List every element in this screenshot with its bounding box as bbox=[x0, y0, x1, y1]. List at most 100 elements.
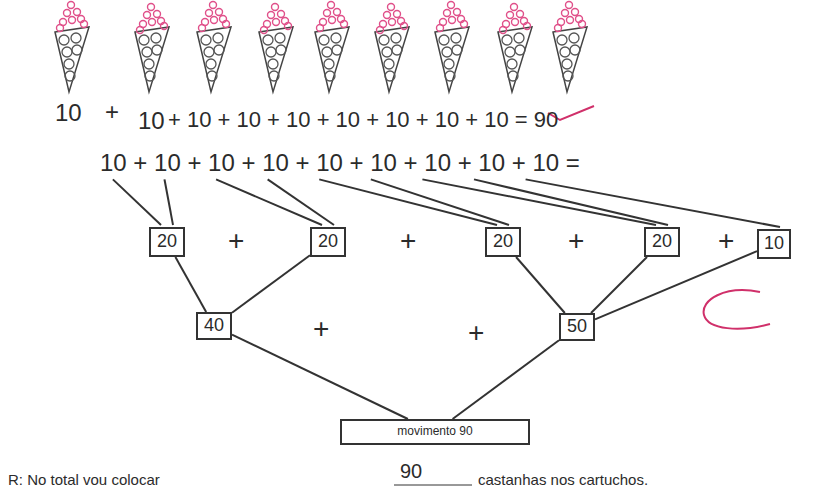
answer-text: 90 bbox=[400, 460, 422, 482]
sum-box: 20 bbox=[485, 227, 521, 257]
nut bbox=[445, 71, 455, 81]
nut bbox=[145, 71, 155, 81]
nut-cone bbox=[259, 4, 293, 93]
nut bbox=[72, 45, 82, 55]
sum-text: + bbox=[718, 226, 734, 257]
nut bbox=[276, 45, 286, 55]
nut bbox=[508, 71, 518, 81]
nut bbox=[216, 9, 223, 16]
grade-mark bbox=[704, 290, 770, 328]
nut bbox=[389, 19, 396, 26]
sum-text: + bbox=[468, 318, 484, 349]
nut-cone bbox=[315, 2, 349, 93]
nut bbox=[268, 12, 275, 19]
nut bbox=[65, 71, 75, 81]
sum-box: movimento 90 bbox=[340, 419, 530, 445]
nut bbox=[285, 23, 292, 30]
merge-line bbox=[175, 257, 206, 312]
nut bbox=[269, 71, 279, 81]
nut bbox=[81, 21, 88, 28]
nut bbox=[213, 33, 223, 43]
nut bbox=[144, 59, 154, 69]
nut bbox=[263, 35, 273, 45]
split-stroke bbox=[216, 179, 322, 225]
nut bbox=[64, 10, 71, 17]
cone-outline bbox=[259, 27, 293, 92]
split-stroke bbox=[422, 179, 656, 225]
merge-line bbox=[232, 335, 408, 419]
nut-cone bbox=[197, 2, 231, 93]
box-number: 50 bbox=[567, 317, 587, 337]
nut bbox=[324, 10, 331, 17]
nut bbox=[273, 19, 280, 26]
nut bbox=[449, 17, 456, 24]
nut bbox=[152, 45, 162, 55]
nut bbox=[68, 2, 75, 9]
box-number: 40 bbox=[204, 316, 224, 336]
nut bbox=[71, 33, 81, 43]
sum-box: 20 bbox=[149, 227, 185, 257]
nut bbox=[388, 4, 395, 11]
sum-text: + bbox=[105, 99, 119, 125]
nut bbox=[524, 23, 531, 30]
split-stroke bbox=[371, 179, 509, 225]
cone-outline bbox=[375, 27, 409, 92]
split-stroke bbox=[526, 179, 780, 227]
cone-outline bbox=[197, 27, 231, 92]
nut bbox=[517, 11, 524, 18]
nut bbox=[322, 47, 332, 57]
nut bbox=[261, 27, 268, 34]
box-number: 20 bbox=[652, 232, 672, 252]
cone-outline bbox=[315, 27, 349, 92]
nut bbox=[201, 35, 211, 45]
nut bbox=[317, 25, 324, 32]
nut bbox=[439, 35, 449, 45]
merge-line bbox=[595, 251, 757, 319]
nut bbox=[448, 2, 455, 9]
nut bbox=[319, 35, 329, 45]
nut-cone bbox=[135, 4, 169, 93]
nut bbox=[555, 25, 562, 32]
nut bbox=[266, 47, 276, 57]
nut bbox=[57, 25, 64, 32]
nut bbox=[563, 71, 573, 81]
nut bbox=[382, 47, 392, 57]
nut bbox=[142, 47, 152, 57]
answer-text: R: No total vou colocar bbox=[8, 472, 160, 489]
box-number: 20 bbox=[318, 232, 338, 252]
nut bbox=[332, 45, 342, 55]
nut bbox=[401, 23, 408, 30]
nut bbox=[385, 71, 395, 81]
nut bbox=[505, 47, 515, 57]
nut bbox=[562, 59, 572, 69]
nut-cone bbox=[375, 4, 409, 93]
nut bbox=[452, 45, 462, 55]
nut bbox=[210, 2, 217, 9]
cone-outline bbox=[435, 27, 469, 92]
nut bbox=[148, 4, 155, 11]
nut bbox=[329, 17, 336, 24]
nut bbox=[331, 33, 341, 43]
nut bbox=[566, 2, 573, 9]
nut-cone bbox=[435, 2, 469, 93]
split-stroke bbox=[319, 179, 497, 225]
cone-outline bbox=[135, 27, 169, 92]
sum-box: 10 bbox=[757, 229, 791, 259]
sum-box: 20 bbox=[310, 227, 346, 257]
nut bbox=[206, 10, 213, 17]
split-stroke bbox=[268, 179, 334, 225]
nut bbox=[223, 21, 230, 28]
sum-box: 50 bbox=[559, 313, 595, 341]
nut bbox=[444, 10, 451, 17]
nut bbox=[341, 21, 348, 28]
merge-line bbox=[232, 255, 310, 312]
split-stroke bbox=[164, 179, 173, 225]
merge-line bbox=[453, 340, 559, 419]
sum-box: 40 bbox=[196, 312, 232, 340]
nut bbox=[154, 11, 161, 18]
nut bbox=[442, 47, 452, 57]
sum-text: + 10 + 10 + 10 + 10 + 10 + 10 + 10 = 90 bbox=[168, 108, 558, 132]
nut bbox=[62, 47, 72, 57]
nut bbox=[567, 17, 574, 24]
sum-box: 20 bbox=[644, 227, 680, 257]
